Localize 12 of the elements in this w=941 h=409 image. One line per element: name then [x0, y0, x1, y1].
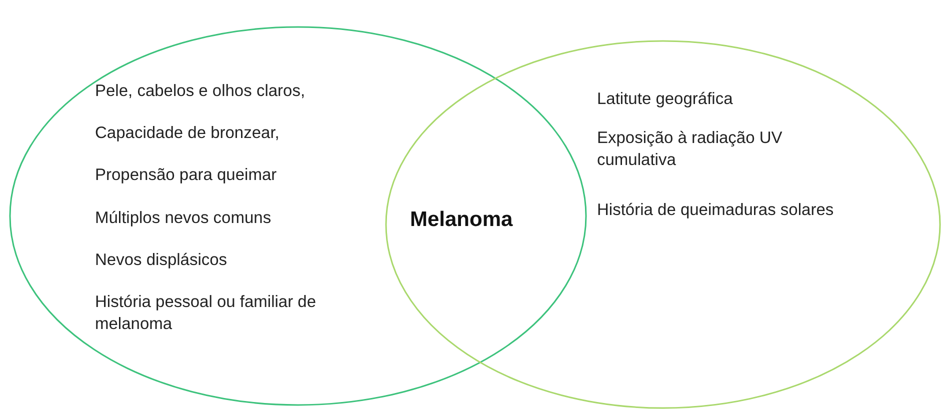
risk-factor-text: História pessoal ou familiar de melanoma [95, 292, 318, 335]
risk-factor-text: Múltiplos nevos comuns [95, 208, 272, 229]
venn-circle [385, 40, 941, 409]
risk-factor-text: Latitute geográfica [597, 89, 734, 110]
risk-factor-text: Exposição à radiação UV cumulativa [597, 128, 784, 171]
risk-factor-text: Pele, cabelos e olhos claros, [95, 81, 306, 102]
risk-factor-text: Nevos displásicos [95, 250, 228, 271]
center-label: Melanoma [410, 208, 513, 232]
risk-factor-text: Propensão para queimar [95, 165, 278, 186]
risk-factor-text: História de queimaduras solares [597, 200, 835, 221]
venn-circle [9, 26, 587, 406]
risk-factor-text: Capacidade de bronzear, [95, 123, 280, 144]
